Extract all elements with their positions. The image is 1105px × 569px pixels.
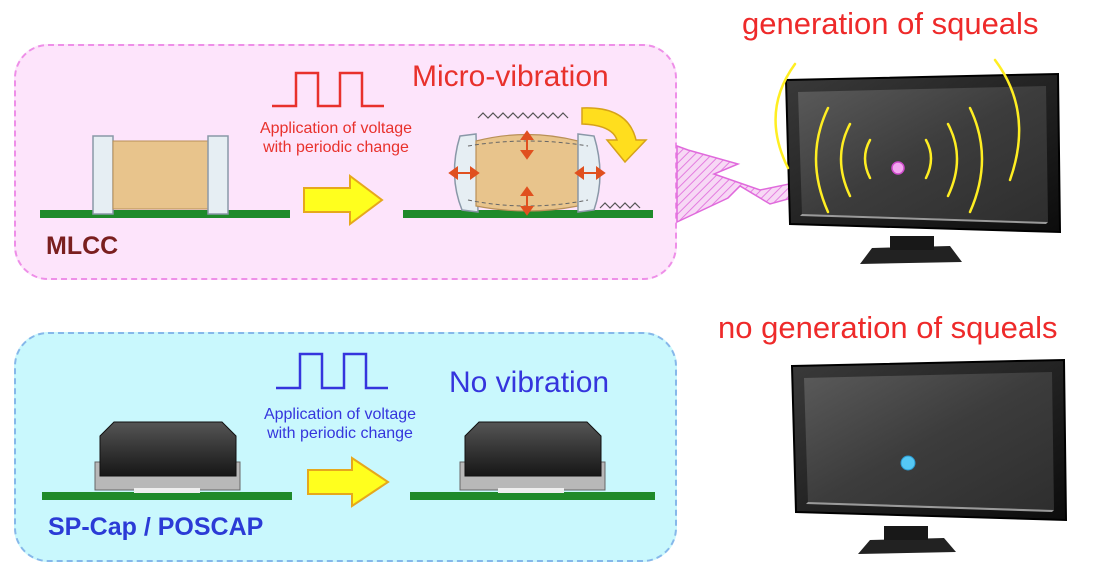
tv-bottom bbox=[790, 358, 1068, 554]
quiet-dot bbox=[900, 455, 916, 471]
spcap-component bbox=[42, 421, 292, 500]
tv-bottom-caption: no generation of squeals bbox=[718, 310, 1058, 345]
component-label-mlcc: MLCC bbox=[46, 232, 119, 260]
voltage-caption-line1: Application of voltage bbox=[263, 406, 417, 423]
process-arrow-top-icon bbox=[303, 174, 384, 226]
squeal-source-dot bbox=[891, 161, 905, 175]
mlcc-component bbox=[40, 135, 290, 218]
voltage-caption-line2: with periodic change bbox=[267, 425, 413, 442]
sound-waves-icon bbox=[774, 58, 1021, 214]
tv-top-caption: generation of squeals bbox=[742, 6, 1039, 41]
voltage-caption-bottom: Application of voltage with periodic cha… bbox=[240, 405, 440, 443]
process-arrow-bottom-icon bbox=[307, 456, 390, 508]
voltage-caption-top: Application of voltage with periodic cha… bbox=[236, 119, 436, 157]
voltage-caption-line1: Application of voltage bbox=[259, 120, 413, 137]
square-wave-red-icon bbox=[272, 71, 384, 108]
effect-label-no-vibration: No vibration bbox=[449, 366, 610, 399]
spcap-component-after bbox=[410, 421, 655, 500]
voltage-caption-line2: with periodic change bbox=[263, 139, 409, 156]
curved-arrow-icon bbox=[581, 107, 648, 164]
component-label-spcap: SP-Cap / POSCAP bbox=[48, 513, 264, 541]
vibrating-mlcc-component bbox=[403, 107, 653, 218]
effect-label-micro-vibration: Micro-vibration bbox=[412, 60, 609, 93]
tv-top bbox=[774, 58, 1062, 264]
square-wave-blue-icon bbox=[276, 352, 388, 390]
